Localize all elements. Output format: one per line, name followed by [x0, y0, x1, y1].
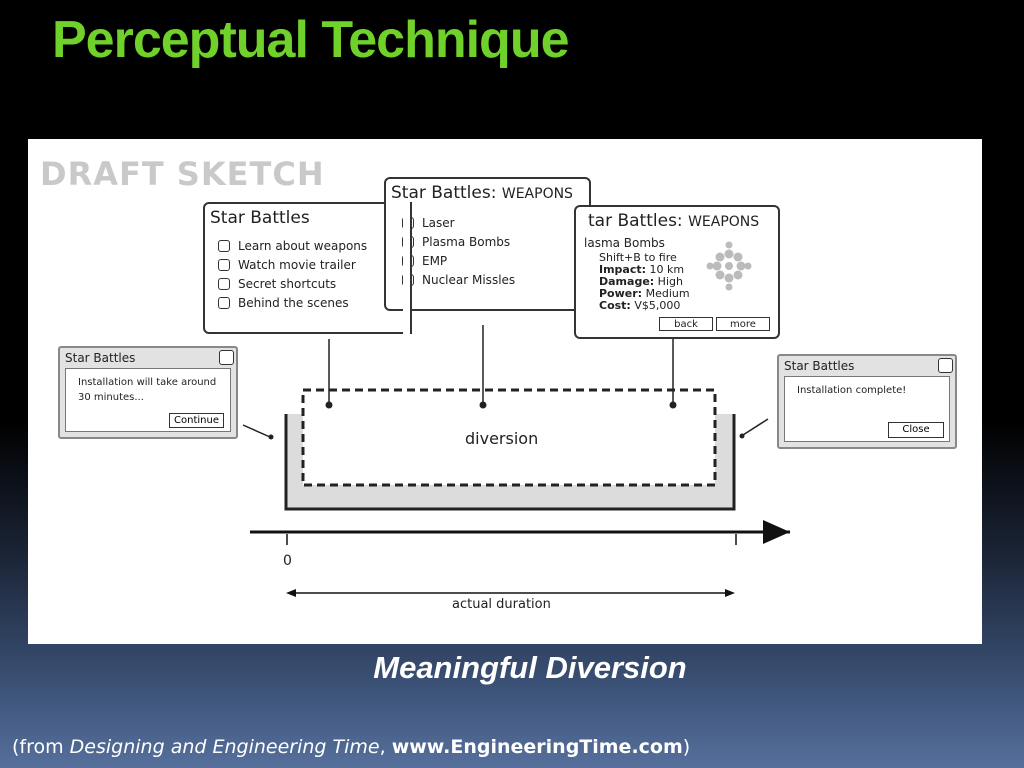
dialog-checkbox-icon[interactable] — [219, 350, 234, 365]
slide-title: Perceptual Technique — [52, 11, 570, 69]
dialog-checkbox-icon[interactable] — [938, 358, 953, 373]
diversion-box — [301, 388, 717, 487]
detail-fire-hint: Shift+B to fire — [599, 251, 677, 264]
diversion-label: diversion — [465, 429, 539, 448]
checkbox-icon[interactable] — [218, 278, 230, 290]
source-credit: (from Designing and Engineering Time, ww… — [12, 736, 691, 758]
dialog-title: Star Battles — [784, 359, 855, 373]
checkbox-icon[interactable] — [218, 240, 230, 252]
detail-stat-impact: Impact: 10 km — [599, 263, 685, 276]
close-button[interactable]: Close — [888, 422, 944, 438]
checkbox-icon[interactable] — [218, 259, 230, 271]
timeline-diagram — [242, 325, 790, 597]
dialog-message-line2: 30 minutes... — [78, 392, 144, 403]
window-title: tar Battles: WEAPONS — [588, 211, 760, 231]
book-title: Designing and Engineering Time — [69, 736, 380, 758]
star-battles-menu-window: Star Battles Learn about weapons Watch m… — [203, 202, 410, 334]
draft-sketch-figure: DRAFT SKETCH diversion 0 actual — [28, 139, 982, 644]
installation-dialog: Star Battles Installation will take arou… — [58, 346, 238, 439]
installation-complete-dialog: Star Battles Installation complete! Clos… — [777, 354, 957, 449]
weapon-option-nuclear[interactable]: Nuclear Missles — [402, 273, 515, 287]
actual-duration-label: actual duration — [452, 597, 551, 612]
window-title: Star Battles: WEAPONS — [391, 183, 573, 203]
figure-caption: Meaningful Diversion — [373, 650, 687, 685]
more-button[interactable]: more — [716, 317, 770, 331]
checkbox-icon[interactable] — [218, 297, 230, 309]
dialog-message: Installation complete! — [797, 385, 907, 396]
menu-option-trailer[interactable]: Watch movie trailer — [218, 258, 356, 272]
source-url: www.EngineeringTime.com — [391, 736, 683, 758]
detail-heading: lasma Bombs — [584, 236, 665, 250]
plasma-bomb-icon — [706, 241, 752, 291]
star-battles-weapons-window: Star Battles: WEAPONS Laser Plasma Bombs… — [384, 177, 591, 311]
time-origin-label: 0 — [283, 553, 292, 569]
detail-stat-cost: Cost: V$5,000 — [599, 299, 681, 312]
dialog-message-line1: Installation will take around — [78, 377, 217, 388]
dialog-title: Star Battles — [65, 351, 136, 365]
back-button[interactable]: back — [659, 317, 713, 331]
menu-option-behind-scenes[interactable]: Behind the scenes — [218, 296, 349, 310]
weapon-option-plasma[interactable]: Plasma Bombs — [402, 235, 510, 249]
draft-sketch-label: DRAFT SKETCH — [40, 155, 325, 193]
plasma-bombs-detail-window: tar Battles: WEAPONS lasma Bombs Shift+B… — [574, 205, 780, 339]
menu-option-shortcuts[interactable]: Secret shortcuts — [218, 277, 336, 291]
menu-option-weapons[interactable]: Learn about weapons — [218, 239, 367, 253]
detail-stat-power: Power: Medium — [599, 287, 690, 300]
continue-button[interactable]: Continue — [169, 413, 224, 428]
window-title: Star Battles — [210, 208, 310, 228]
detail-stat-damage: Damage: High — [599, 275, 683, 288]
